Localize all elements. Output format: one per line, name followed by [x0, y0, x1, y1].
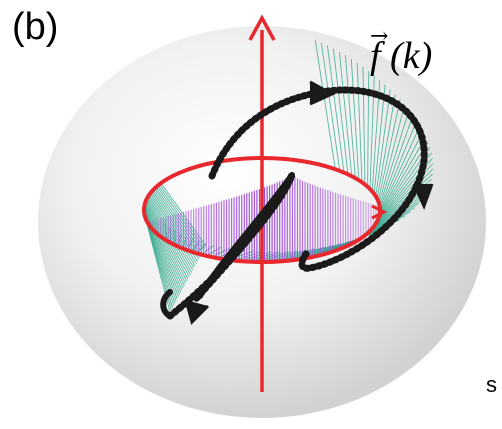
vector-arrow-icon: → — [370, 24, 389, 49]
teal-hatch-line — [376, 94, 396, 199]
trajectory-segment-lower — [197, 172, 295, 299]
corner-mark: s — [486, 372, 497, 397]
teal-hatch-line — [144, 203, 185, 286]
teal-hatch-line — [154, 188, 201, 258]
teal-hatch-line — [143, 207, 182, 293]
teal-hatch-line — [377, 99, 401, 202]
teal-hatch-line — [375, 89, 391, 197]
trajectory-arrow-icon — [184, 299, 210, 325]
teal-hatch-line — [146, 198, 190, 278]
teal-hatch-line — [344, 55, 356, 179]
function-label: f (k) — [370, 35, 433, 77]
panel-label: (b) — [12, 6, 59, 48]
teal-hatch-line — [143, 208, 181, 295]
teal-hatch-line — [148, 195, 194, 271]
teal-hatch-line — [356, 62, 363, 183]
teal-hatch-line — [379, 109, 410, 207]
trajectory-start-hook — [160, 289, 173, 319]
teal-hatch-line — [350, 58, 360, 181]
teal-hatch-line — [376, 141, 429, 222]
teal-hatch-line — [320, 42, 341, 171]
teal-hatch-line — [144, 204, 184, 288]
teal-hatch-line — [326, 45, 345, 173]
loop-arrow-icon — [371, 204, 388, 220]
teal-hatch-line — [143, 205, 183, 291]
teal-hatch-line — [362, 66, 366, 185]
teal-hatch-line — [332, 48, 349, 175]
teal-hatch-line — [377, 136, 427, 219]
teal-hatch-line — [149, 193, 195, 269]
trajectory-arrow-icon — [412, 183, 434, 210]
axis-arrowhead-icon — [248, 14, 276, 41]
teal-hatch-line — [338, 51, 353, 177]
trajectory-arrow-icon — [309, 80, 336, 106]
teal-hatch-line — [379, 114, 414, 209]
teal-hatch-line — [373, 84, 386, 194]
teal-hatch-line — [147, 197, 191, 275]
teal-hatch-line — [159, 183, 206, 249]
teal-hatch-line — [314, 40, 336, 170]
teal-hatch-line — [379, 125, 421, 214]
teal-hatch-line — [147, 196, 192, 273]
teal-hatch-line — [144, 202, 187, 284]
teal-hatch-line — [379, 120, 418, 212]
teal-hatch-line — [156, 186, 203, 253]
teal-hatch-line — [378, 104, 406, 204]
teal-hatch-line — [378, 130, 424, 217]
